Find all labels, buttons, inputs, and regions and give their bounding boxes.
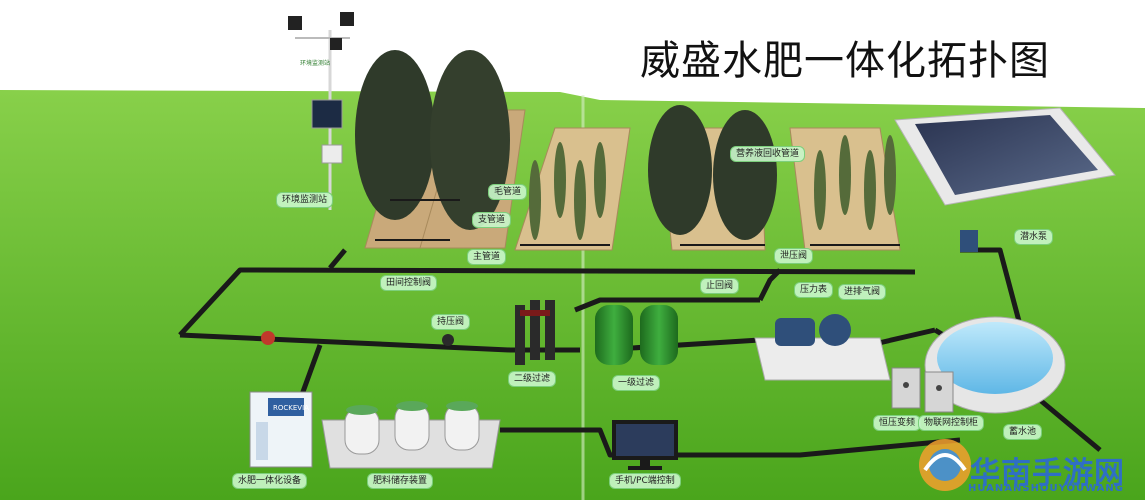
station-tag: 环境监测站 (300, 60, 331, 67)
label-pressure-hold-valve: 持压阀 (431, 314, 471, 330)
device-brand: ROCKEVIA (273, 404, 309, 412)
submersible-pump-icon (960, 230, 978, 252)
weather-station-icon (288, 12, 354, 210)
field-valve-icon (261, 331, 275, 345)
label-primary-filter: 一级过滤 (612, 375, 661, 391)
pressure-hold-valve-icon (442, 334, 454, 346)
primary-filter-icon (595, 305, 678, 365)
watermark-en: HUANANSHOUYOUWANG (968, 483, 1124, 494)
pipe-network (178, 247, 1102, 458)
label-capillary-pipe: 毛管道 (488, 184, 528, 200)
label-field-valve: 田间控制阀 (380, 275, 438, 291)
label-branch-pipe: 支管道 (472, 212, 512, 228)
label-main-pipe: 主管道 (467, 249, 507, 265)
label-iot-cabinet: 物联网控制柜 (918, 415, 985, 431)
watermark-logo-icon (919, 439, 971, 491)
label-pressure-gauge: 压力表 (794, 282, 834, 298)
reservoir-icon (924, 316, 1066, 414)
watermark-cn: 华南手游网 (970, 456, 1125, 491)
label-check-valve: 止回阀 (700, 278, 740, 294)
label-mobile-pc: 手机/PC端控制 (609, 473, 681, 489)
secondary-filter-icon (515, 300, 555, 365)
label-reservoir: 蓄水池 (1003, 424, 1043, 440)
page-title: 威盛水肥一体化拓扑图 (640, 38, 1050, 84)
drip-lines (375, 199, 900, 246)
water-pump-unit-icon (754, 314, 891, 381)
label-weather-station: 环境监测站 (276, 192, 334, 208)
fertigation-machine-icon (249, 391, 313, 468)
label-water-pump: 潜水泵 (1014, 229, 1054, 245)
label-fertigation-machine: 水肥一体化设备 (232, 473, 308, 489)
label-pressure-relief: 泄压阀 (774, 248, 814, 264)
fertilizer-storage-icon (321, 401, 501, 469)
control-cabinets (891, 367, 954, 413)
label-fertilizer-storage: 肥料储存装置 (367, 473, 434, 489)
label-nutrient-recycle: 营养液回收管道 (730, 146, 806, 162)
water-pool-icon (894, 107, 1116, 206)
label-air-valve: 进排气阀 (838, 284, 887, 300)
label-vfd: 恒压变频 (873, 415, 922, 431)
label-secondary-filter: 二级过滤 (508, 371, 557, 387)
pc-monitor-icon (612, 420, 678, 470)
